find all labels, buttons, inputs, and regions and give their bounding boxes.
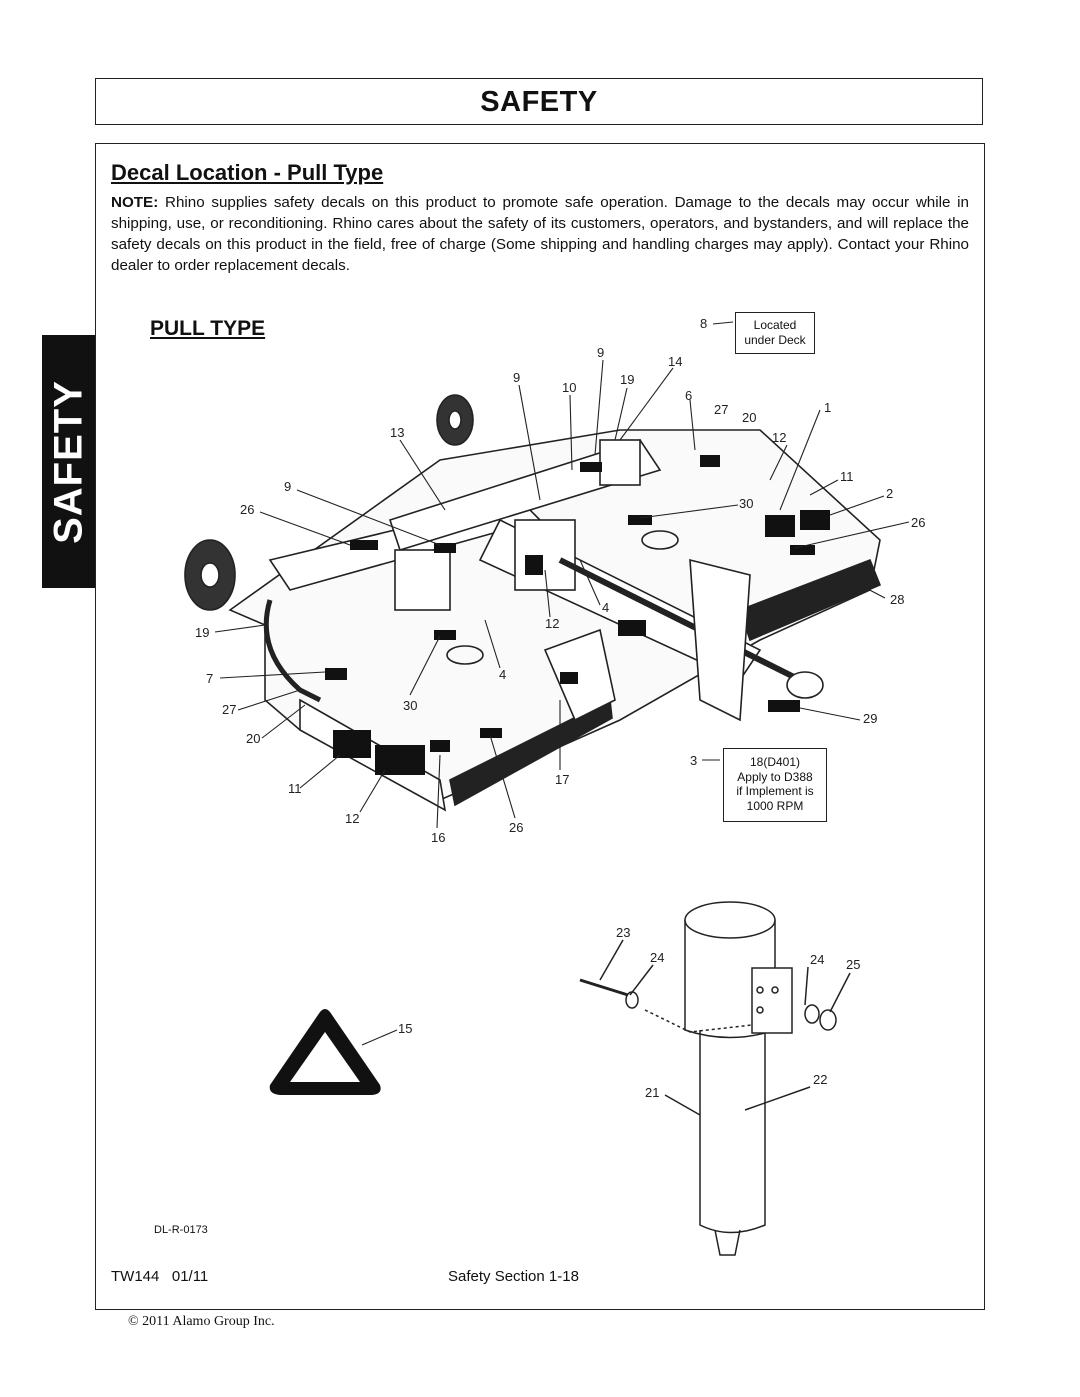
smv-emblem-icon (269, 1009, 398, 1095)
label-12b: 12 (545, 616, 559, 631)
decal-patch-29 (768, 700, 800, 712)
diagram-subheading: PULL TYPE (150, 317, 266, 340)
label-11b: 11 (288, 781, 302, 796)
label-6: 6 (685, 388, 692, 403)
label-29: 29 (863, 711, 877, 726)
section-title: Decal Location - Pull Type (111, 160, 384, 185)
label-9b: 9 (513, 370, 520, 385)
mower-illustration (184, 394, 882, 812)
label-7: 7 (206, 671, 213, 686)
label-12a: 12 (772, 430, 786, 445)
label-23: 23 (616, 925, 630, 940)
label-3: 3 (690, 753, 697, 768)
decal-patch-30a (434, 630, 456, 640)
label-26a: 26 (240, 502, 254, 517)
side-tab: SAFETY (42, 335, 95, 588)
label-11a: 11 (840, 469, 854, 484)
decal-patch-26b (350, 540, 378, 550)
copyright: © 2011 Alamo Group Inc. (128, 1314, 275, 1329)
label-19a: 19 (620, 372, 634, 387)
label-9a: 9 (597, 345, 604, 360)
leader-lines (214, 321, 910, 829)
decal-patch-12 (375, 745, 425, 775)
decal-patches (325, 455, 830, 775)
label-21: 21 (645, 1085, 659, 1100)
decal-patch-16 (430, 740, 450, 752)
decal-patch-11 (333, 730, 371, 758)
footer-manual-id: TW144 01/11 (111, 1268, 209, 1285)
decal-patch-2 (800, 510, 830, 530)
label-24b: 24 (810, 952, 824, 967)
jack-stand-illustration (579, 901, 851, 1256)
label-22: 22 (813, 1072, 827, 1087)
label-28: 28 (890, 592, 904, 607)
label-30b: 30 (403, 698, 417, 713)
decal-patch-26a (480, 728, 502, 738)
decal-patch-7 (325, 668, 347, 680)
callout-18-line1: 18(D401) (749, 755, 801, 769)
callout-under-deck: Located under Deck (735, 312, 815, 354)
note-paragraph: NOTE: Rhino supplies safety decals on th… (111, 192, 969, 276)
content-frame (95, 143, 985, 1310)
label-14: 14 (668, 354, 682, 369)
callout-numbers: 8 9 14 9 10 19 6 27 20 1 13 12 11 9 2 26… (195, 316, 925, 1100)
decal-patch-30c (628, 515, 652, 525)
decal-patch-12b (618, 620, 646, 636)
label-9c: 9 (284, 479, 291, 494)
label-27b: 27 (222, 702, 236, 717)
decal-patch-19 (580, 462, 602, 472)
decal-patch-26c (790, 545, 815, 555)
label-1: 1 (824, 400, 831, 415)
label-27a: 27 (714, 402, 728, 417)
label-30a: 30 (739, 496, 753, 511)
callout-18-line3: if Implement is (736, 784, 814, 798)
label-16: 16 (431, 830, 445, 845)
callout-18-line2: Apply to D388 (737, 769, 813, 784)
callout-under-deck-line2: under Deck (744, 332, 806, 347)
page-header: SAFETY (95, 78, 983, 125)
label-26b: 26 (911, 515, 925, 530)
drawing-code: DL-R-0173 (154, 1224, 208, 1236)
label-24a: 24 (650, 950, 664, 965)
label-4b: 4 (499, 667, 506, 682)
decal-patch-12c (700, 455, 720, 467)
label-20a: 20 (742, 410, 756, 425)
page-title: SAFETY (480, 86, 598, 118)
label-4a: 4 (602, 600, 609, 615)
decal-patch-gearbox (525, 555, 543, 575)
label-8: 8 (700, 316, 707, 331)
label-25: 25 (846, 957, 860, 972)
decal-patch-4 (560, 672, 578, 684)
label-12c: 12 (345, 811, 359, 826)
callout-under-deck-line1: Located (753, 318, 797, 332)
decal-patch-30b (765, 515, 795, 537)
note-label: NOTE: (111, 194, 159, 211)
label-10: 10 (562, 380, 576, 395)
decal-patch-9 (434, 543, 456, 553)
footer-section: Safety Section 1-18 (448, 1268, 579, 1285)
label-19b: 19 (195, 625, 209, 640)
label-13: 13 (390, 425, 404, 440)
label-15: 15 (398, 1021, 412, 1036)
label-2: 2 (886, 486, 893, 501)
note-text: Rhino supplies safety decals on this pro… (111, 194, 969, 274)
callout-decal-18: 18(D401) Apply to D388 if Implement is 1… (723, 748, 827, 822)
label-20b: 20 (246, 731, 260, 746)
label-17: 17 (555, 772, 569, 787)
label-26c: 26 (509, 820, 523, 835)
callout-18-line4: 1000 RPM (746, 798, 804, 813)
